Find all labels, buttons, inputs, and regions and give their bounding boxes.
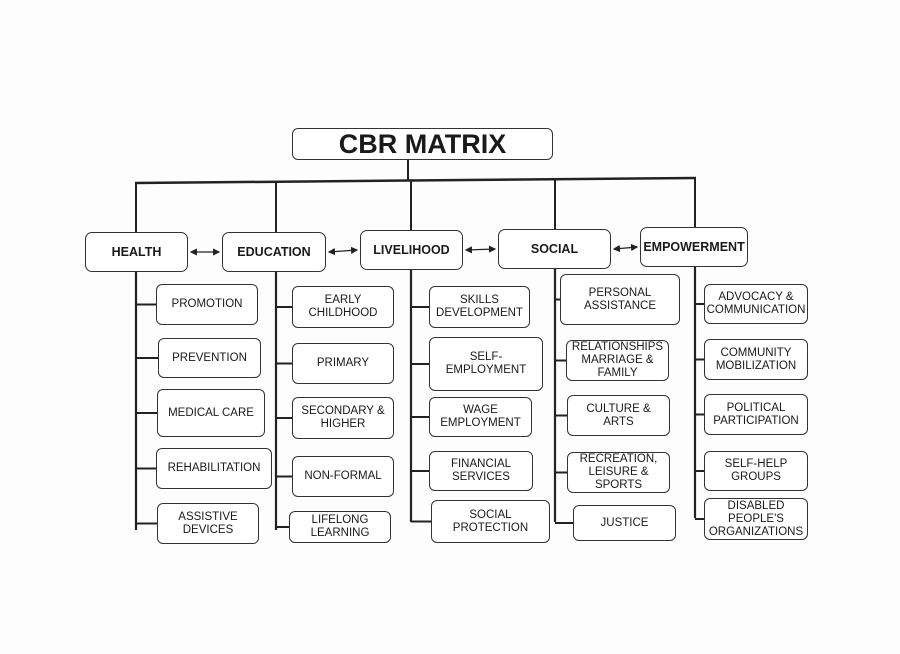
category-education: EDUCATION xyxy=(222,232,326,272)
top-bus-line xyxy=(134,176,697,185)
sub-item-box: SELF- EMPLOYMENT xyxy=(429,337,543,391)
sub-item-box: DISABLED PEOPLE'S ORGANIZATIONS xyxy=(704,498,808,540)
sub-item-box: SOCIAL PROTECTION xyxy=(431,500,550,543)
sub-item-box: POLITICAL PARTICIPATION xyxy=(704,394,808,435)
category-empowerment: EMPOWERMENT xyxy=(640,227,748,267)
bidirectional-arrow-icon xyxy=(327,246,359,256)
sub-item-box: NON-FORMAL xyxy=(292,456,394,497)
sub-item-box: RECREATION, LEISURE & SPORTS xyxy=(567,452,670,493)
bidirectional-arrow-icon xyxy=(464,245,497,254)
sub-item-box: WAGE EMPLOYMENT xyxy=(429,397,532,437)
sub-item-box: PRIMARY xyxy=(292,343,394,384)
sub-item-box: SELF-HELP GROUPS xyxy=(704,451,808,491)
sub-item-box: SKILLS DEVELOPMENT xyxy=(429,286,530,328)
category-social: SOCIAL xyxy=(498,229,611,269)
sub-item-box: EARLY CHILDHOOD xyxy=(292,286,394,328)
sub-item-box: FINANCIAL SERVICES xyxy=(429,451,533,491)
sub-item-box: PERSONAL ASSISTANCE xyxy=(560,274,680,325)
category-health: HEALTH xyxy=(85,232,188,272)
sub-item-box: REHABILITATION xyxy=(156,448,272,489)
sub-item-box: COMMUNITY MOBILIZATION xyxy=(704,339,808,380)
sub-item-box: ASSISTIVE DEVICES xyxy=(157,503,259,544)
sub-item-box: JUSTICE xyxy=(573,505,676,541)
sub-item-box: LIFELONG LEARNING xyxy=(289,511,391,543)
sub-item-box: RELATIONSHIPS MARRIAGE & FAMILY xyxy=(566,340,669,381)
sub-item-box: CULTURE & ARTS xyxy=(567,395,670,436)
sub-item-box: PREVENTION xyxy=(158,338,261,378)
sub-item-box: MEDICAL CARE xyxy=(157,389,265,437)
sub-item-box: PROMOTION xyxy=(156,284,258,325)
sub-item-box: SECONDARY & HIGHER xyxy=(292,397,394,439)
diagram-title: CBR MATRIX xyxy=(292,128,553,160)
category-livelihood: LIVELIHOOD xyxy=(360,230,463,270)
bidirectional-arrow-icon xyxy=(612,243,639,253)
sub-item-box: ADVOCACY & COMMUNICATION xyxy=(704,284,808,324)
